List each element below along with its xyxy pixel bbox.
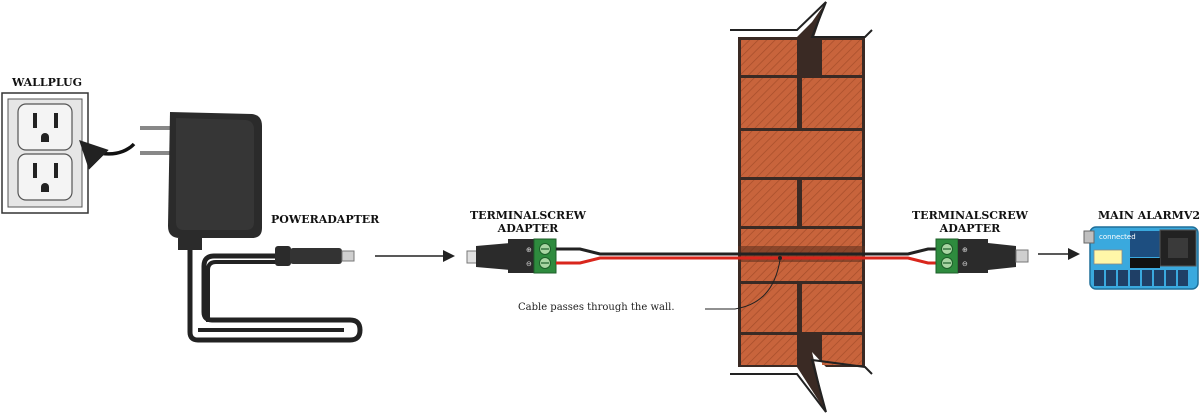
board-logo: connected xyxy=(1099,233,1136,241)
svg-text:⊖: ⊖ xyxy=(962,260,968,268)
svg-text:⊕: ⊕ xyxy=(526,246,532,254)
svg-text:⊕: ⊕ xyxy=(962,246,968,254)
main-alarm-label: MAIN ALARMV2 xyxy=(1098,209,1200,222)
terminal-screw-adapter-icon: ⊕ ⊖ xyxy=(935,238,1029,274)
terminal-left-label-line2: ADAPTER xyxy=(497,222,559,235)
power-adapter-label: POWERADAPTER xyxy=(271,213,380,226)
wall-outlet-icon xyxy=(1,92,89,214)
terminal-right-label-line1: TERMINALSCREW xyxy=(912,209,1028,222)
svg-text:⊖: ⊖ xyxy=(526,260,532,268)
annotation-leader xyxy=(705,259,781,310)
brick-wall-icon xyxy=(730,1,873,413)
terminal-right-label: TERMINALSCREW ADAPTER xyxy=(912,209,1028,235)
terminal-screw-adapter-icon: ⊕ ⊖ xyxy=(466,238,557,274)
terminal-left-label-line1: TERMINALSCREW xyxy=(470,209,586,222)
cable-note: Cable passes through the wall. xyxy=(518,302,675,313)
wall-plug-label: WALLPLUG xyxy=(12,76,83,89)
terminal-left-label: TERMINALSCREW ADAPTER xyxy=(470,209,586,235)
terminal-right-label-line2: ADAPTER xyxy=(939,222,1001,235)
power-adapter-icon xyxy=(140,112,363,343)
plug-in-arrow-icon xyxy=(79,140,136,170)
alarm-board-icon: connected xyxy=(1083,226,1199,290)
